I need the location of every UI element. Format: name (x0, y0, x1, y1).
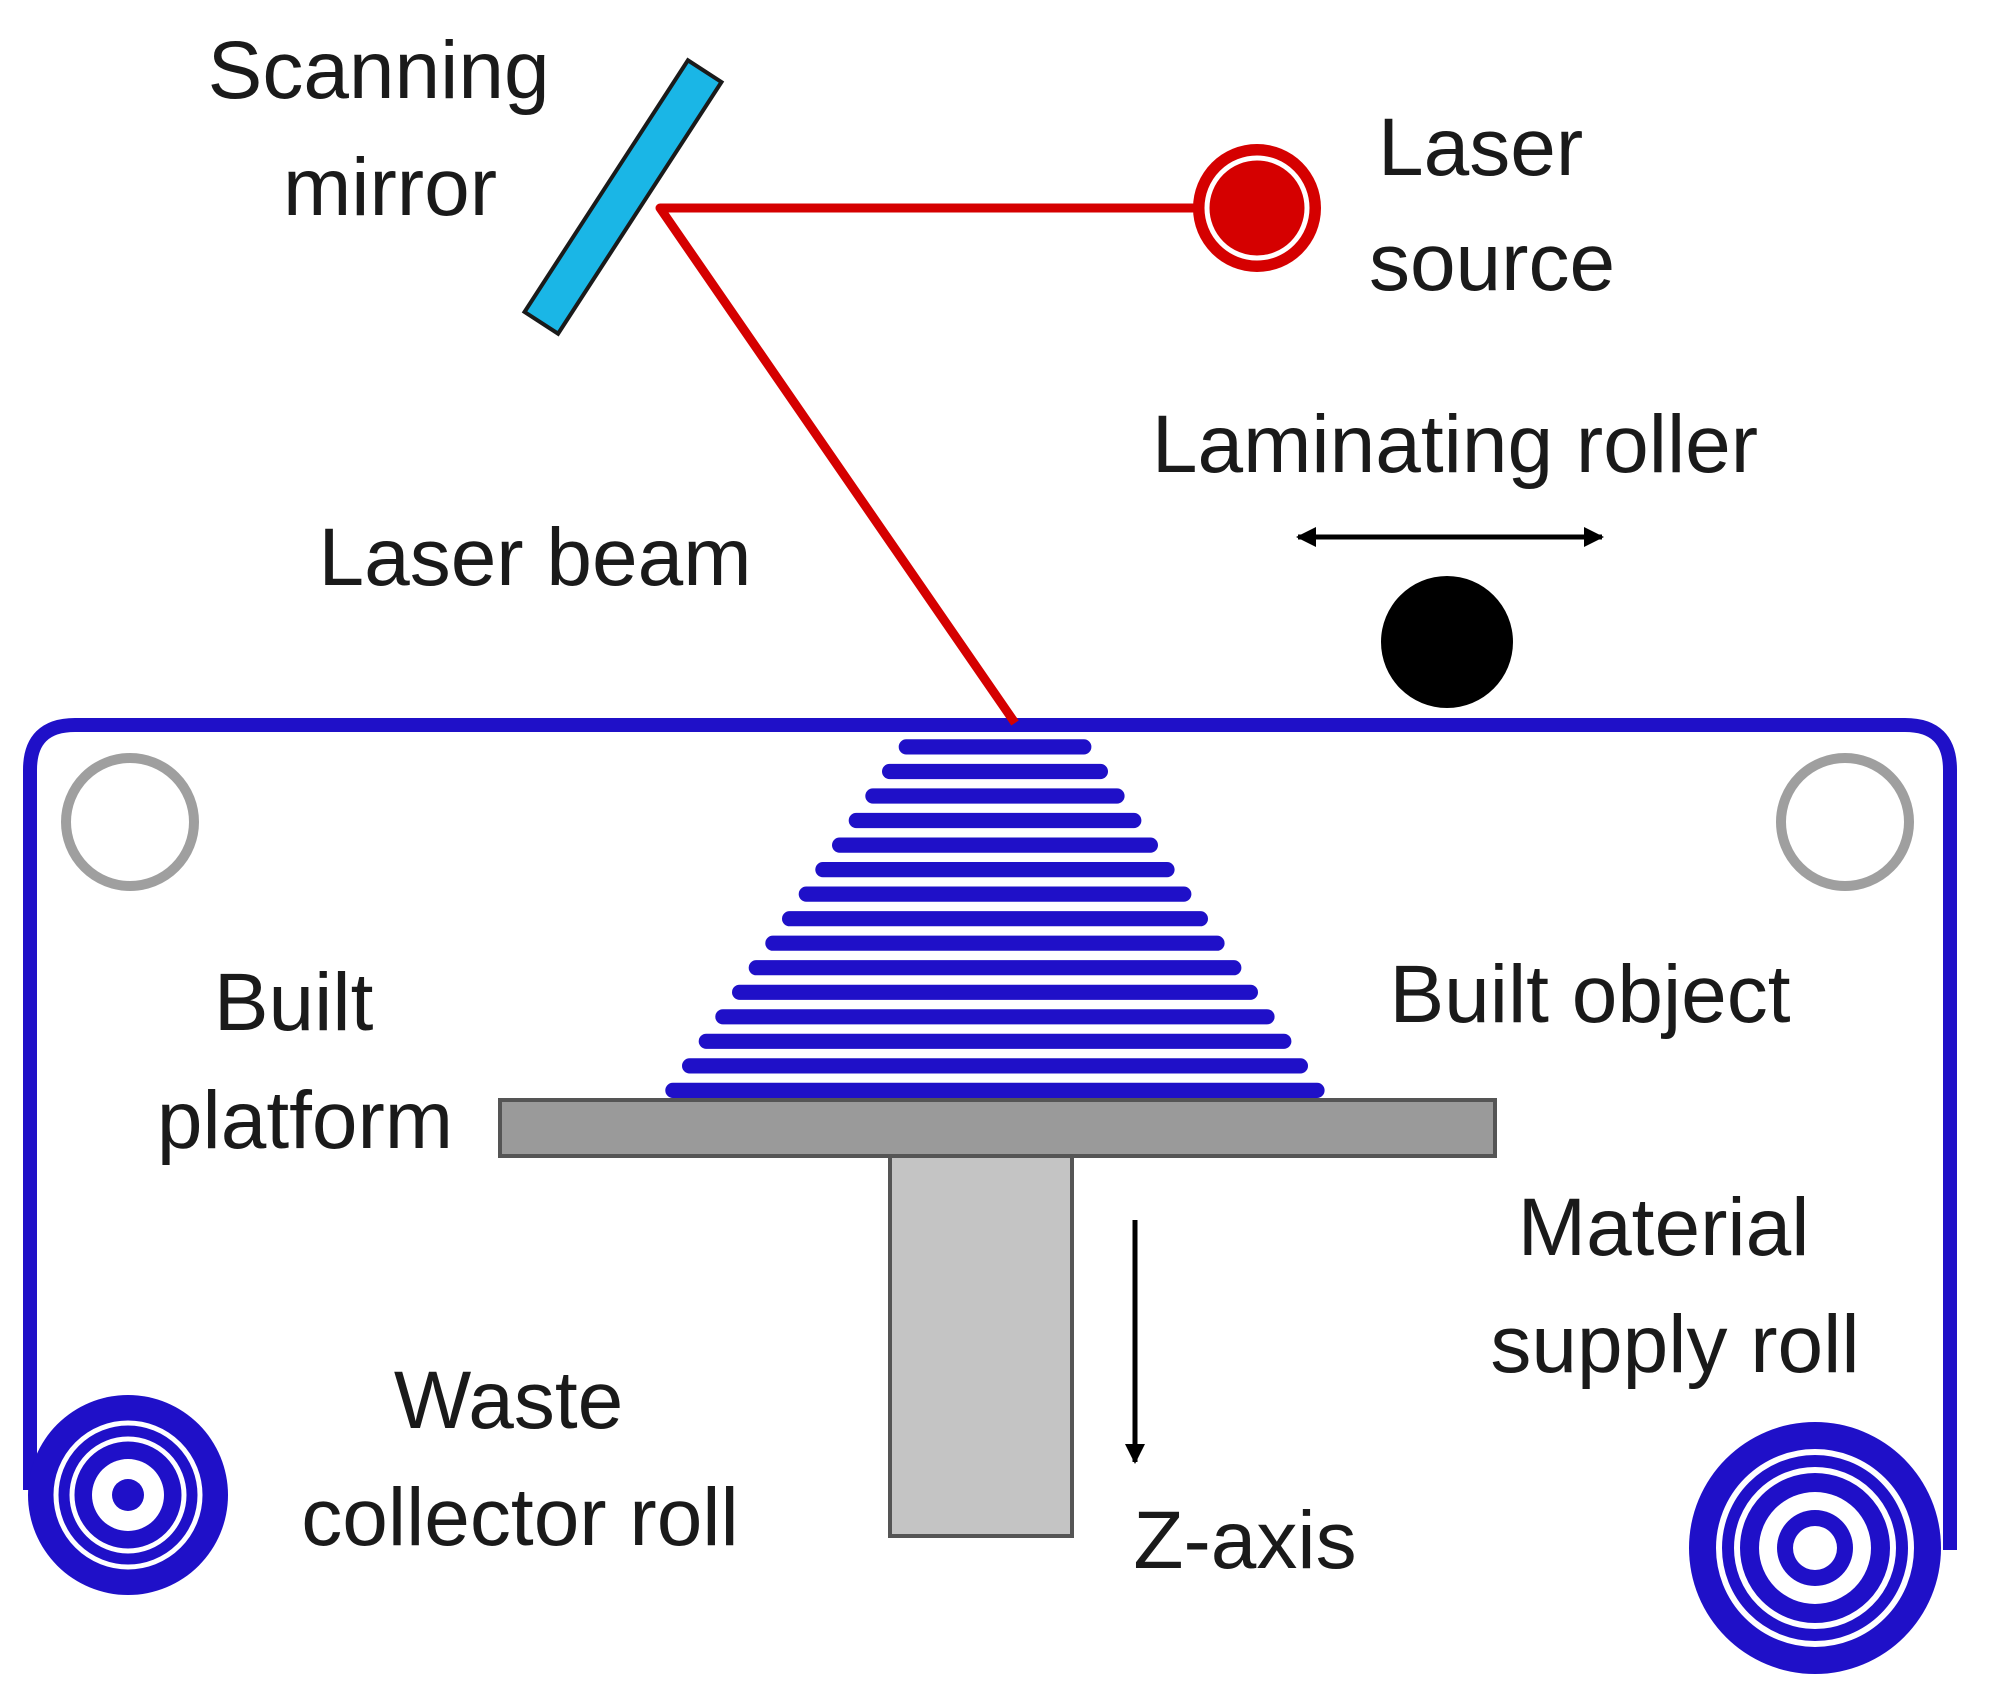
idler-roller-right (1776, 753, 1914, 891)
built-object-layer (865, 788, 1125, 804)
label-z-axis: Z-axis (1133, 1495, 1356, 1586)
built-object-layer (882, 763, 1108, 780)
built-object-layer (698, 1033, 1292, 1049)
material-sheet-path (23, 718, 1957, 1550)
platform-piston (888, 1154, 1074, 1538)
label-material-supply-roll: Material supply roll (1490, 1182, 1859, 1390)
built-object-layer (715, 1009, 1275, 1025)
build-platform (498, 1098, 1497, 1158)
built-object-layer (898, 739, 1092, 755)
built-object-layer (765, 935, 1225, 951)
label-built-object: Built object (1389, 949, 1790, 1040)
label-built-platform: Built platform (157, 957, 453, 1166)
label-scanning-mirror: Scanning mirror (208, 25, 573, 233)
built-object-layer (665, 1082, 1325, 1098)
label-laser-beam: Laser beam (318, 512, 751, 603)
built-object-layer (748, 960, 1242, 976)
laser-beam (655, 203, 1250, 726)
idler-roller-left (61, 753, 199, 891)
label-waste-collector-roll: Waste collector roll (301, 1355, 738, 1563)
laser-source (1193, 144, 1321, 272)
built-object (665, 739, 1325, 1098)
built-object-layer (848, 812, 1142, 829)
label-laminating-roller: Laminating roller (1152, 399, 1758, 490)
scanning-mirror (521, 57, 725, 337)
built-object-layer (798, 886, 1192, 902)
material-supply-roll (1689, 1422, 1941, 1674)
built-object-layer (832, 837, 1158, 853)
built-object-layer (782, 911, 1208, 927)
laminating-roller (1381, 576, 1513, 708)
built-object-layer (815, 862, 1175, 878)
built-object-layer (682, 1058, 1308, 1074)
label-laser-source: Laser source (1369, 102, 1615, 308)
built-object-layer (732, 984, 1258, 1000)
waste-collector-roll (28, 1395, 228, 1595)
